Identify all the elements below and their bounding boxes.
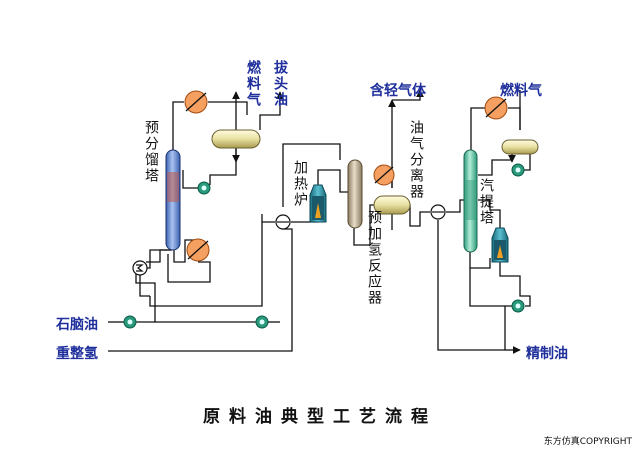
prefractionator-column [165, 149, 181, 251]
pump-icon [197, 181, 211, 195]
pump-icon [511, 163, 525, 177]
fuel-gas-right-label: 燃料气 [500, 83, 542, 99]
pipes [108, 89, 531, 354]
pump-icon [123, 315, 137, 329]
heat-exchanger-icon [186, 238, 210, 262]
fuel-gas-left-label: 燃料气 [245, 60, 261, 108]
prehydro-reactor-label: 预加氢反应器 [366, 210, 382, 306]
mixer-icon [430, 204, 446, 220]
naphtha-label: 石脑油 [56, 317, 98, 333]
refined-oil-label: 精制油 [526, 346, 568, 362]
mixer-icon [132, 260, 148, 276]
pump-icons [123, 163, 525, 329]
reflux-drum-left-icon [211, 129, 261, 149]
reflux-drum-right-icon [501, 139, 539, 155]
prefractionator-label: 预分馏塔 [143, 120, 159, 184]
reboiler-furnace-icon [491, 227, 509, 263]
stripper-label: 汽提塔 [478, 178, 494, 226]
light-gas-label: 含轻气体 [370, 83, 426, 99]
heat-exchanger-icons [184, 90, 508, 262]
oil-gas-separator-label: 油气分离器 [408, 120, 424, 200]
topping-oil-label: 拔头油 [272, 60, 288, 108]
stripper-column [463, 149, 478, 253]
pump-icon [511, 299, 525, 313]
reformed-hydrogen-label: 重整氢 [56, 346, 98, 362]
separator-drum-icon [373, 195, 411, 215]
pump-icon [255, 315, 269, 329]
diagram-title: 原料油典型工艺流程 [203, 407, 437, 427]
prehydro-reactor-icon [347, 159, 363, 229]
mixer-icon [275, 214, 291, 230]
heat-exchanger-icon [373, 164, 395, 186]
heat-exchanger-icon [484, 96, 508, 120]
mixer-icons [132, 204, 446, 276]
heating-furnace-icon [309, 184, 327, 223]
copyright-text: 东方仿真COPYRIGHT [543, 437, 632, 447]
heating-furnace-label: 加热炉 [292, 160, 308, 208]
heat-exchanger-icon [184, 90, 208, 114]
